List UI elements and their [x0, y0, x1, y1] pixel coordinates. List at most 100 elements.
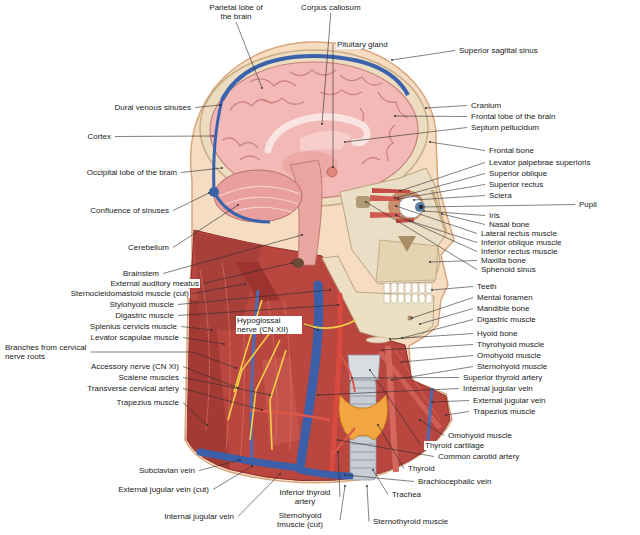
maxillary-opening: [398, 236, 416, 252]
leader-line: [420, 420, 444, 436]
gyrus: [320, 90, 362, 95]
teeth: [384, 283, 432, 303]
leader-line: [432, 401, 469, 403]
leader-dot: [381, 349, 383, 351]
leader-line: [163, 235, 302, 274]
cervical-nerve-branch: [270, 350, 286, 450]
leader-line: [446, 412, 469, 416]
gyrus: [262, 98, 304, 104]
folium: [224, 197, 298, 205]
anatomy-label: Iris: [488, 211, 501, 220]
anatomy-label: Cerebellum: [127, 243, 170, 252]
anatomy-label: Trachea: [391, 490, 422, 499]
anatomy-label: Parietal lobe of the brain: [205, 3, 267, 21]
leader-line: [430, 261, 477, 263]
leader-line: [305, 325, 318, 330]
leader-dot: [399, 190, 401, 192]
leader-line: [181, 168, 222, 173]
leader-line: [333, 45, 334, 168]
leader-dot: [344, 485, 346, 487]
anatomy-label: Sternothyroid muscle: [372, 517, 449, 526]
eyeball-sclera: [399, 196, 423, 218]
leader-line: [396, 215, 477, 252]
transverse-cervical-artery: [250, 410, 330, 420]
leader-line: [213, 466, 252, 490]
dural-sinus: [214, 100, 222, 192]
anatomy-label: Digastric muscle: [114, 311, 175, 320]
anatomy-label: Omohyoid muscle: [447, 431, 513, 440]
anatomy-label: Confluence of sinuses: [89, 206, 170, 215]
leader-line: [183, 403, 207, 426]
leader-dot: [206, 424, 208, 426]
leader-line: [318, 389, 459, 396]
leader-line: [183, 378, 270, 396]
tracheal-ring: [351, 460, 375, 461]
anatomy-label: Sphenoid sinus: [480, 265, 537, 274]
anatomy-label: Superior oblique: [488, 169, 548, 178]
leader-dot: [423, 210, 425, 212]
leader-dot: [301, 234, 303, 236]
leader-line: [340, 486, 345, 520]
gyrus: [362, 158, 380, 164]
leader-dot: [419, 419, 421, 421]
leader-line: [442, 214, 485, 225]
leader-line: [178, 290, 330, 305]
leader-line: [199, 460, 240, 471]
anatomy-label: Mandible bone: [476, 304, 530, 313]
leader-dot: [317, 394, 319, 396]
leader-line: [181, 327, 212, 331]
tooth: [426, 283, 432, 293]
mental-foramen: [408, 316, 413, 321]
thyroid-gland: [339, 395, 388, 440]
leader-dot: [394, 197, 396, 199]
leader-dot: [372, 469, 374, 471]
leader-dot: [244, 283, 246, 285]
anatomy-label: Mental foramen: [476, 293, 534, 302]
leader-dot: [279, 473, 281, 475]
tracheal-ring: [351, 452, 375, 453]
leader-line: [173, 205, 238, 248]
anatomy-label: Common carotid artery: [437, 452, 520, 461]
anatomy-label: Sternohyoid tmuscle (cut): [263, 511, 337, 529]
tooth: [419, 294, 425, 303]
anatomy-label: Splenius cervicis muscle: [89, 322, 178, 331]
leader-line: [183, 389, 262, 411]
leader-line: [366, 202, 477, 270]
anatomy-label: Inferior oblique muscle: [480, 238, 562, 247]
gyrus: [290, 70, 336, 76]
external-jugular-vein: [428, 388, 432, 440]
leader-dot: [391, 379, 393, 381]
scalene-muscles: [262, 356, 300, 446]
anatomy-label: Digastric muscle: [476, 315, 537, 324]
leader-dot: [441, 213, 443, 215]
superior-rectus: [370, 195, 400, 201]
leader-dot: [389, 338, 391, 340]
common-carotid-artery: [332, 295, 340, 470]
anatomy-label: Omohyoid muscle: [476, 351, 542, 360]
tracheal-ring: [351, 404, 375, 405]
levator-palpebrae: [372, 188, 410, 193]
leader-dot: [317, 329, 319, 331]
transverse-sinus: [214, 192, 270, 222]
nasal-bone: [432, 190, 446, 232]
hyoid-bone: [366, 337, 390, 343]
leader-dot: [431, 401, 433, 403]
anatomy-label: Accessory nerve (CN XI): [90, 362, 180, 371]
leader-line: [402, 356, 473, 363]
leader-dot: [366, 485, 368, 487]
anatomy-label: Maxilla bone: [480, 256, 527, 265]
inferior-rectus: [370, 212, 400, 218]
leader-dot: [239, 459, 241, 461]
leader-dot: [237, 204, 239, 206]
leader-line: [203, 263, 292, 284]
leader-line: [392, 51, 455, 61]
anatomy-label: Internal jugular vein: [163, 512, 235, 521]
leader-line: [115, 136, 213, 138]
leader-dot: [261, 87, 263, 89]
leader-dot: [445, 414, 447, 416]
leader-line: [390, 334, 473, 340]
anatomy-label: Trapezius muscle: [116, 398, 180, 407]
anatomy-label: Nasal bone: [488, 220, 530, 229]
anatomy-label: Cranium: [470, 101, 502, 110]
anatomy-label: Occipital lobe of the brain: [86, 168, 178, 177]
